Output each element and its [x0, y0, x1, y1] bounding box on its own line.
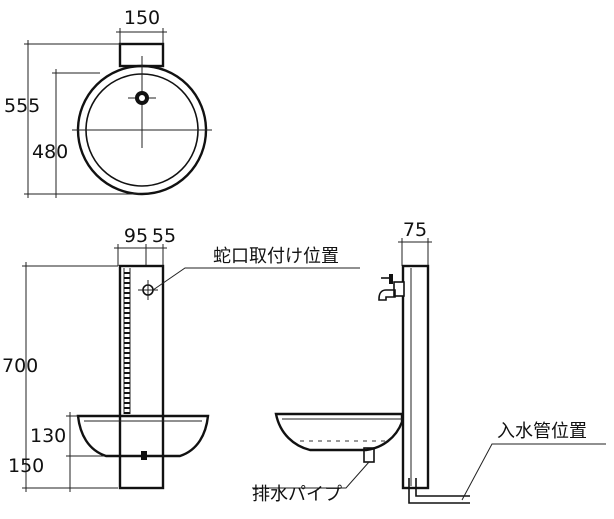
ladder-rung [124, 272, 130, 274]
ladder-rung [124, 362, 130, 364]
basin-front [76, 414, 210, 458]
post-body [118, 264, 165, 490]
ladder-rung [124, 342, 130, 344]
dim-total-depth-label: 555 [4, 95, 40, 117]
ladder-rung [124, 282, 130, 284]
ladder-rung [124, 382, 130, 384]
ladder-rung [124, 332, 130, 334]
ladder-rung [124, 277, 130, 279]
ladder-rung [124, 307, 130, 309]
drain-symbol-center [139, 95, 145, 101]
ladder-rung [124, 347, 130, 349]
ladder-rung [124, 412, 130, 414]
ladder-rung [124, 287, 130, 289]
top-view: 150 555 480 [4, 7, 212, 198]
dim-basin-depth-label: 480 [32, 141, 68, 163]
ladder-rung [124, 407, 130, 409]
faucet-label-leader [152, 267, 360, 291]
side-view: 75 排水パイプ 入水管位置 [252, 219, 606, 505]
inlet-pipe [408, 478, 470, 504]
dim-post-left-label: 95 [124, 225, 148, 247]
drain-outlet [141, 451, 147, 460]
inlet-label-leader [461, 443, 606, 501]
ladder-rung [124, 302, 130, 304]
ladder-rung [124, 297, 130, 299]
ladder-rung [124, 312, 130, 314]
drain-label-leader [252, 461, 370, 489]
ladder-rung [124, 327, 130, 329]
ladder-rung [124, 402, 130, 404]
ladder-rung [124, 377, 130, 379]
basin-side [274, 412, 404, 452]
dim-width-label: 150 [124, 7, 160, 29]
side-post-body [401, 264, 430, 490]
ladder-rung [124, 372, 130, 374]
inlet-pipe-inner [415, 478, 470, 497]
inlet-pipe-label: 入水管位置 [497, 421, 587, 442]
dim-height-label: 700 [2, 355, 38, 377]
front-view: 95 55 蛇口取付け位置 700 130 [2, 225, 360, 492]
ladder-rung [124, 292, 130, 294]
ladder-rung [124, 352, 130, 354]
ladder-rung [124, 387, 130, 389]
faucet-position-label: 蛇口取付け位置 [213, 246, 339, 267]
post-pattern-rungs [124, 272, 130, 414]
dim-post-right-label: 55 [152, 225, 176, 247]
ladder-rung [124, 317, 130, 319]
ladder-rung [124, 392, 130, 394]
ladder-rung [124, 357, 130, 359]
ladder-rung [124, 367, 130, 369]
ladder-rung [124, 397, 130, 399]
ladder-rung [124, 337, 130, 339]
drain-pipe-label: 排水パイプ [252, 484, 342, 505]
dim-base-height-label: 150 [8, 455, 44, 477]
dim-basin-height-label: 130 [30, 425, 66, 447]
faucet [378, 274, 405, 301]
dim-post-depth-label: 75 [403, 219, 427, 241]
ladder-rung [124, 322, 130, 324]
